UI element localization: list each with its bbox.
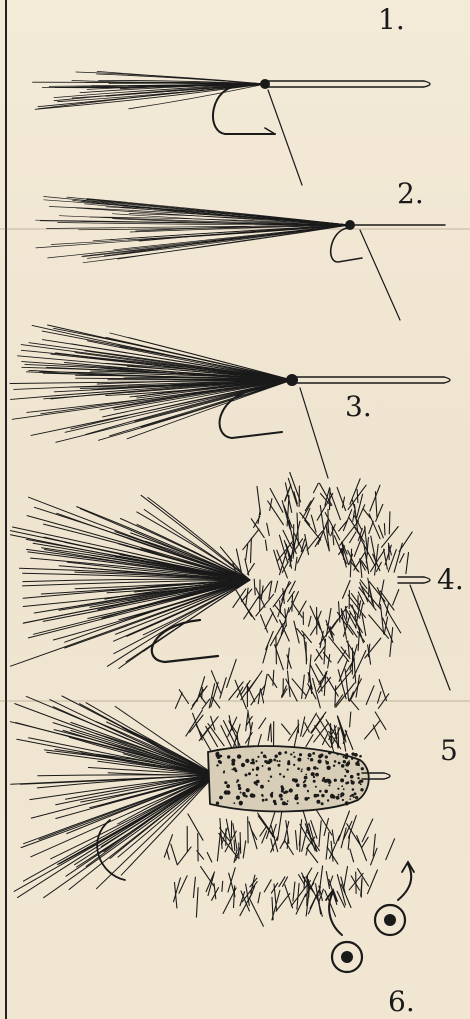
fly-6-eyes-drawing (326, 862, 414, 972)
fly-2-label: 2. (397, 180, 424, 208)
fly-2-drawing (36, 197, 445, 321)
fly-1-label: 1. (378, 6, 405, 34)
fly-3-drawing (10, 325, 450, 478)
fly-3-label: 3. (345, 393, 372, 421)
fly-5-drawing (10, 659, 394, 926)
fly-6-label: 6. (388, 988, 415, 1016)
fly-4-label: 4. (437, 566, 464, 594)
fly-5-label: 5 (440, 737, 458, 765)
fly-1-drawing (33, 71, 431, 185)
fly-4-drawing (10, 473, 450, 691)
